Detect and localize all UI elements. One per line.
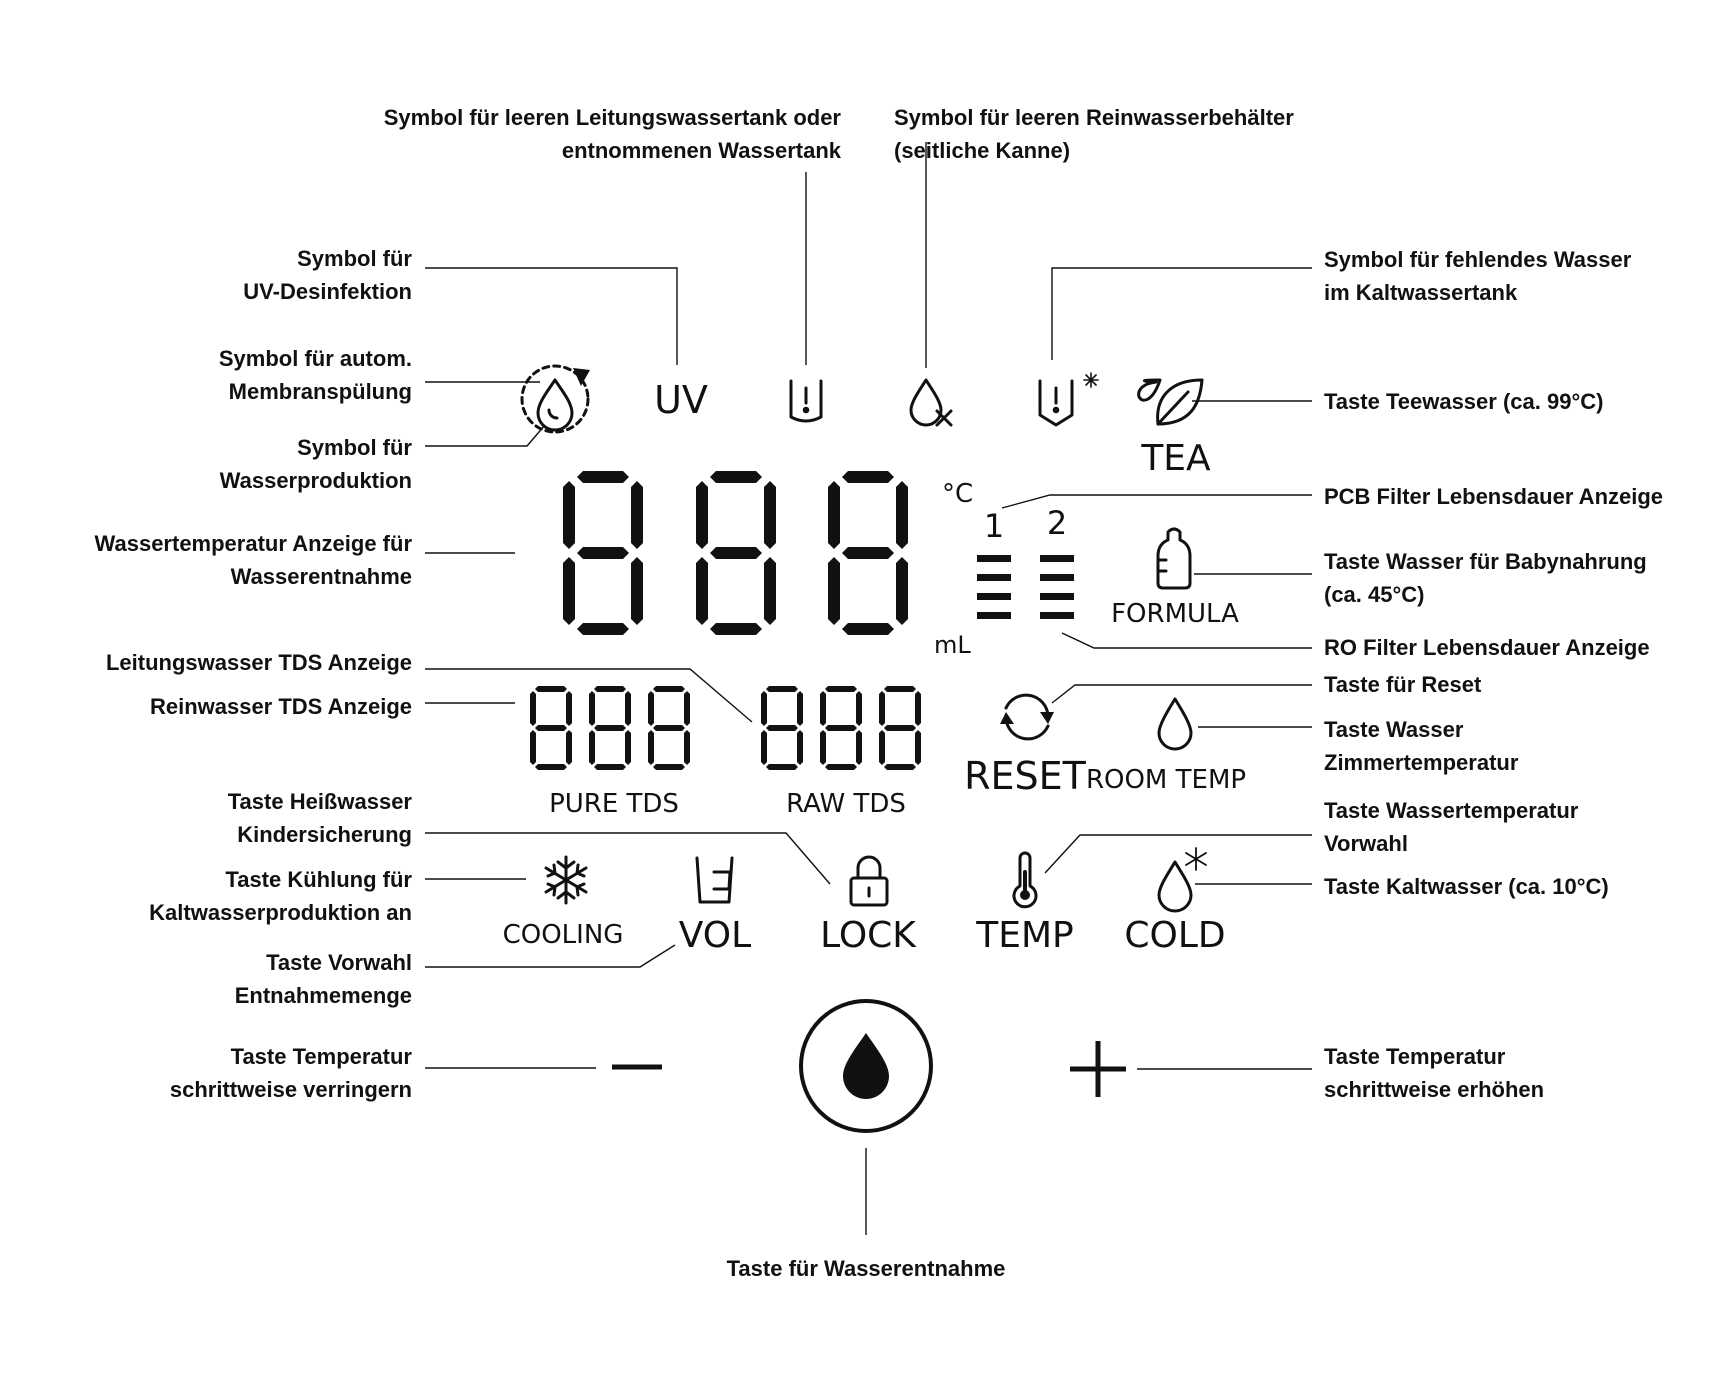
callout-water-production: Symbol für Wasserproduktion	[219, 435, 412, 493]
plus-icon[interactable]	[1070, 1041, 1126, 1097]
leader-uv	[425, 267, 678, 365]
cold-tank-warning-icon	[1038, 372, 1099, 427]
callout-temp-up: Taste Temperatur schrittweise erhöhen	[1324, 1044, 1545, 1102]
leader-lines	[425, 142, 1312, 1235]
pure-tds-label: PURE TDS	[549, 789, 679, 819]
leader-missing-cold	[1051, 267, 1312, 360]
callout-membrane-flush: Symbol für autom. Membranspülung	[218, 346, 412, 404]
raw-digit-3	[879, 686, 921, 770]
pcb-filter-bars	[977, 555, 1011, 619]
raw-tds-display	[761, 686, 921, 770]
pure-digit-2	[589, 686, 631, 770]
leader-reset	[1051, 684, 1312, 704]
ml-unit: mL	[934, 631, 971, 659]
callout-tea: Taste Teewasser (ca. 99°C)	[1324, 389, 1604, 414]
leader-ro-filter	[1061, 632, 1312, 649]
drop-x-icon	[909, 378, 953, 427]
raw-tds-label: RAW TDS	[786, 789, 906, 819]
callout-ro-filter: RO Filter Lebensdauer Anzeige	[1324, 635, 1650, 660]
callout-empty-tap-tank: Symbol für leeren Leitungswassertank ode…	[383, 105, 841, 163]
pure-tds-display	[530, 686, 690, 770]
raw-digit-2	[820, 686, 862, 770]
leaf-icon	[1137, 378, 1204, 426]
reset-label: RESET	[964, 754, 1087, 798]
leader-hot-lock	[425, 832, 831, 885]
tank-warning-icon	[789, 379, 823, 423]
filter-1-label: 1	[984, 507, 1004, 545]
ro-filter-bars	[1040, 555, 1074, 619]
callout-dispense: Taste für Wasserentnahme	[726, 1256, 1006, 1281]
baby-bottle-icon	[1156, 527, 1192, 590]
main-digit-2	[696, 471, 776, 635]
leader-volume	[425, 944, 676, 968]
callout-volume: Taste Vorwahl Entnahmemenge	[234, 950, 412, 1008]
celsius-unit: °C	[942, 479, 973, 509]
callout-missing-cold: Symbol für fehlendes Wasser im Kaltwasse…	[1324, 247, 1632, 305]
uv-label: UV	[654, 378, 708, 422]
callout-cooling: Taste Kühlung für Kaltwasserproduktion a…	[149, 867, 412, 925]
callout-empty-pure-tank: Symbol für leeren Reinwasserbehälter (se…	[894, 105, 1294, 163]
callout-pcb-filter: PCB Filter Lebensdauer Anzeige	[1324, 484, 1664, 509]
raw-digit-1	[761, 686, 803, 770]
lock-label: LOCK	[820, 915, 917, 956]
callout-temp-down: Taste Temperatur schrittweise verringern	[169, 1044, 412, 1102]
callout-pure-tds: Reinwasser TDS Anzeige	[149, 694, 412, 719]
leader-water-production	[425, 424, 546, 447]
temperature-display	[563, 471, 908, 635]
room-temp-label: ROOM TEMP	[1086, 765, 1246, 795]
membrane-flush-icon	[520, 364, 590, 434]
drop-icon	[1157, 697, 1193, 751]
vol-label: VOL	[679, 915, 751, 956]
cold-drop-icon	[1157, 847, 1207, 913]
callout-reset: Taste für Reset	[1324, 672, 1482, 697]
lock-icon	[849, 855, 889, 907]
callout-room-temp: Taste Wasser Zimmertemperatur	[1324, 717, 1519, 775]
callout-temp-preselect: Taste Wassertemperatur Vorwahl	[1324, 798, 1579, 856]
leader-temp-preselect	[1044, 834, 1312, 874]
leader-tap-tds	[425, 668, 753, 723]
callout-temp-display: Wassertemperatur Anzeige für Wasserentna…	[94, 531, 412, 589]
callout-tap-tds: Leitungswasser TDS Anzeige	[105, 650, 412, 675]
cold-label: COLD	[1124, 915, 1225, 956]
pure-digit-3	[648, 686, 690, 770]
thermometer-icon	[1012, 851, 1038, 909]
main-digit-3	[828, 471, 908, 635]
callout-uv: Symbol für UV-Desinfektion	[243, 246, 412, 304]
reset-arrows-icon	[1000, 693, 1054, 741]
leader-pcb-filter	[1001, 494, 1312, 509]
formula-label: FORMULA	[1111, 599, 1239, 629]
tea-label: TEA	[1140, 438, 1211, 479]
callout-hot-lock: Taste Heißwasser Kindersicherung	[227, 789, 412, 847]
cooling-label: COOLING	[503, 920, 624, 950]
main-digit-1	[563, 471, 643, 635]
temp-label: TEMP	[975, 915, 1074, 956]
callout-cold: Taste Kaltwasser (ca. 10°C)	[1324, 874, 1609, 899]
snowflake-icon	[544, 855, 588, 905]
callout-baby: Taste Wasser für Babynahrung (ca. 45°C)	[1324, 549, 1647, 607]
pure-digit-1	[530, 686, 572, 770]
filter-2-label: 2	[1047, 504, 1067, 542]
dispense-drop-icon[interactable]	[799, 999, 933, 1133]
cup-icon	[695, 856, 734, 904]
water-production-icon	[547, 408, 559, 420]
